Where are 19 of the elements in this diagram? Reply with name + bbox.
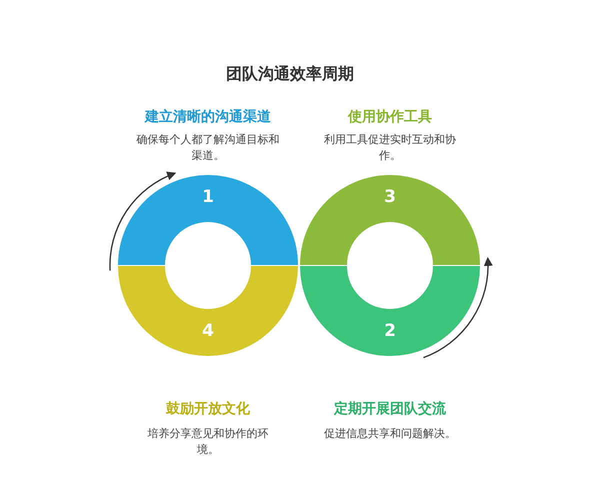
step-heading: 定期开展团队交流: [332, 400, 447, 418]
step-description: 确保每个人都了解沟通目标和渠道。: [136, 132, 280, 164]
curved-arrow: [109, 172, 176, 271]
step-heading: 鼓励开放文化: [165, 400, 251, 418]
ring-segment: [300, 175, 480, 265]
step-number: 2: [383, 321, 397, 341]
step-number: 1: [201, 187, 215, 207]
step-number: 4: [201, 321, 215, 341]
step-heading: 建立清晰的沟通渠道: [143, 108, 272, 126]
diagram-title: 团队沟通效率周期: [225, 64, 355, 85]
step-description: 促进信息共享和问题解决。: [323, 426, 457, 442]
curved-arrow: [423, 256, 492, 358]
ring-segment: [118, 266, 298, 356]
ring-segment: [118, 175, 298, 265]
step-description: 利用工具促进实时互动和协作。: [323, 132, 457, 164]
ring-segment: [300, 266, 480, 356]
step-heading: 使用协作工具: [346, 108, 433, 126]
step-description: 培养分享意见和协作的环境。: [146, 426, 270, 458]
step-number: 3: [383, 187, 397, 207]
